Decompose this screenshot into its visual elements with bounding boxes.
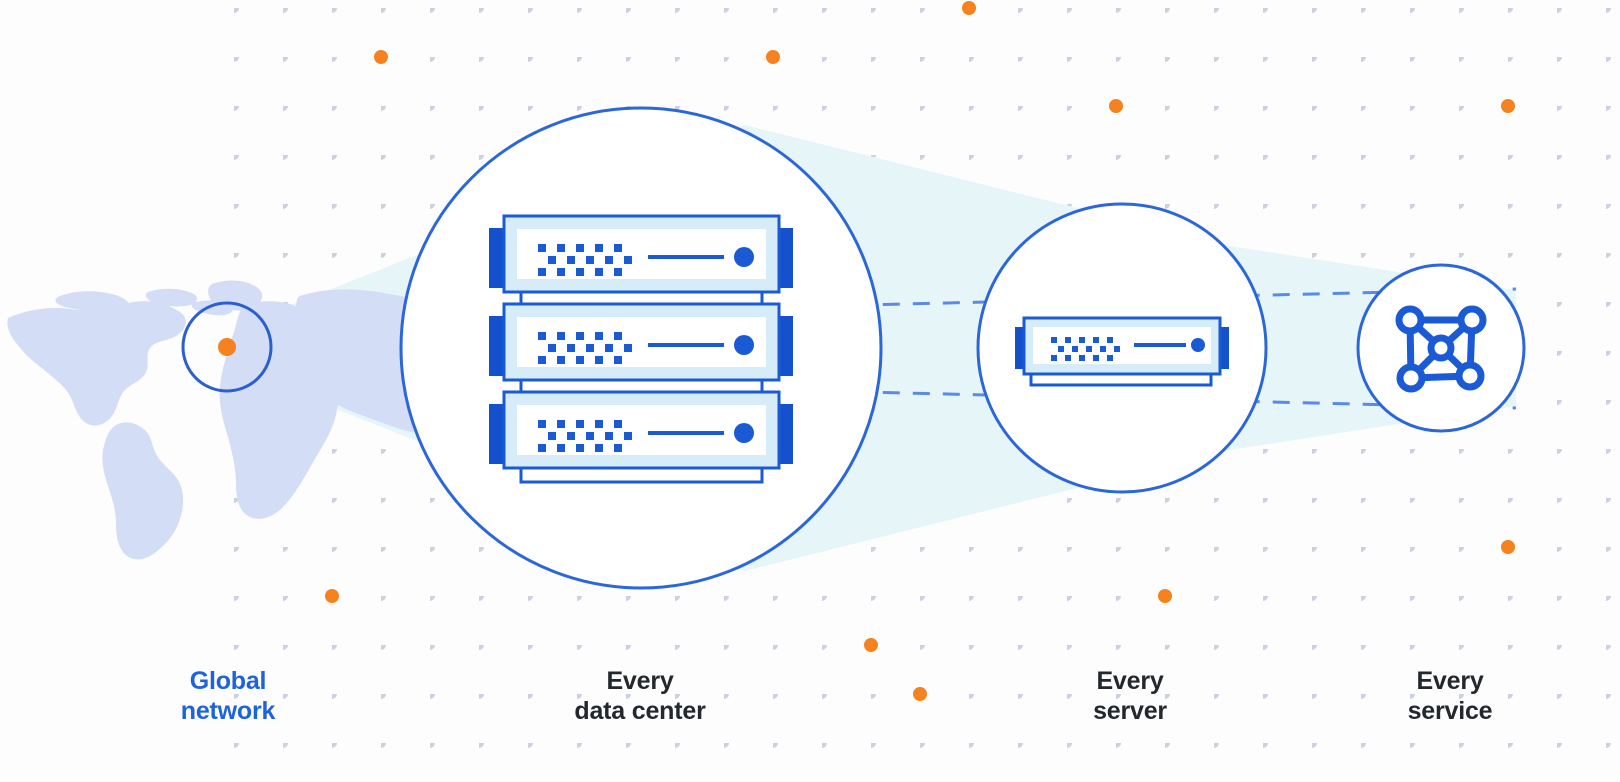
server-led-grid <box>1051 337 1120 361</box>
map-zoom-circle <box>181 301 273 393</box>
stage-label-global-network: Global network <box>180 667 276 725</box>
rack-unit-led-grid <box>538 332 632 364</box>
map-location-dot <box>218 338 236 356</box>
rack-unit <box>489 302 793 382</box>
accent-dot <box>325 589 339 603</box>
rack-unit-face <box>517 317 766 367</box>
graph-node <box>1455 361 1485 391</box>
accent-dot <box>962 1 976 15</box>
rack-unit-status-dot <box>734 247 754 267</box>
server-rack-icon <box>489 214 793 484</box>
rack-unit-face <box>517 405 766 455</box>
accent-dot <box>1158 589 1172 603</box>
accent-dot <box>913 687 927 701</box>
rack-unit-face <box>517 229 766 279</box>
accent-dot <box>1501 99 1515 113</box>
accent-dot <box>1109 99 1123 113</box>
graph-node <box>1395 305 1425 335</box>
rack-base <box>519 466 764 484</box>
rack-unit-led-grid <box>538 420 632 452</box>
rack-unit-led-grid <box>538 244 632 276</box>
graph-node <box>1396 363 1426 393</box>
accent-dot <box>1501 540 1515 554</box>
accent-dot <box>864 638 878 652</box>
rack-unit <box>489 390 793 470</box>
single-server-icon <box>1015 316 1229 387</box>
graph-node-center <box>1427 334 1455 362</box>
stage-label-every-service: Every service <box>1407 667 1493 725</box>
stage-label-every-server: Every server <box>1093 667 1167 725</box>
rack-unit <box>489 214 793 294</box>
accent-dot <box>374 50 388 64</box>
graph-node <box>1457 305 1487 335</box>
accent-dot-group <box>325 1 1515 701</box>
rack-unit-status-dot <box>734 423 754 443</box>
server-status-dot <box>1191 338 1205 352</box>
network-graph-icon <box>1395 305 1487 393</box>
rack-unit-status-dot <box>734 335 754 355</box>
server-base <box>1029 372 1213 387</box>
accent-dot <box>766 50 780 64</box>
stage-label-every-data-center: Every data center <box>574 667 706 725</box>
